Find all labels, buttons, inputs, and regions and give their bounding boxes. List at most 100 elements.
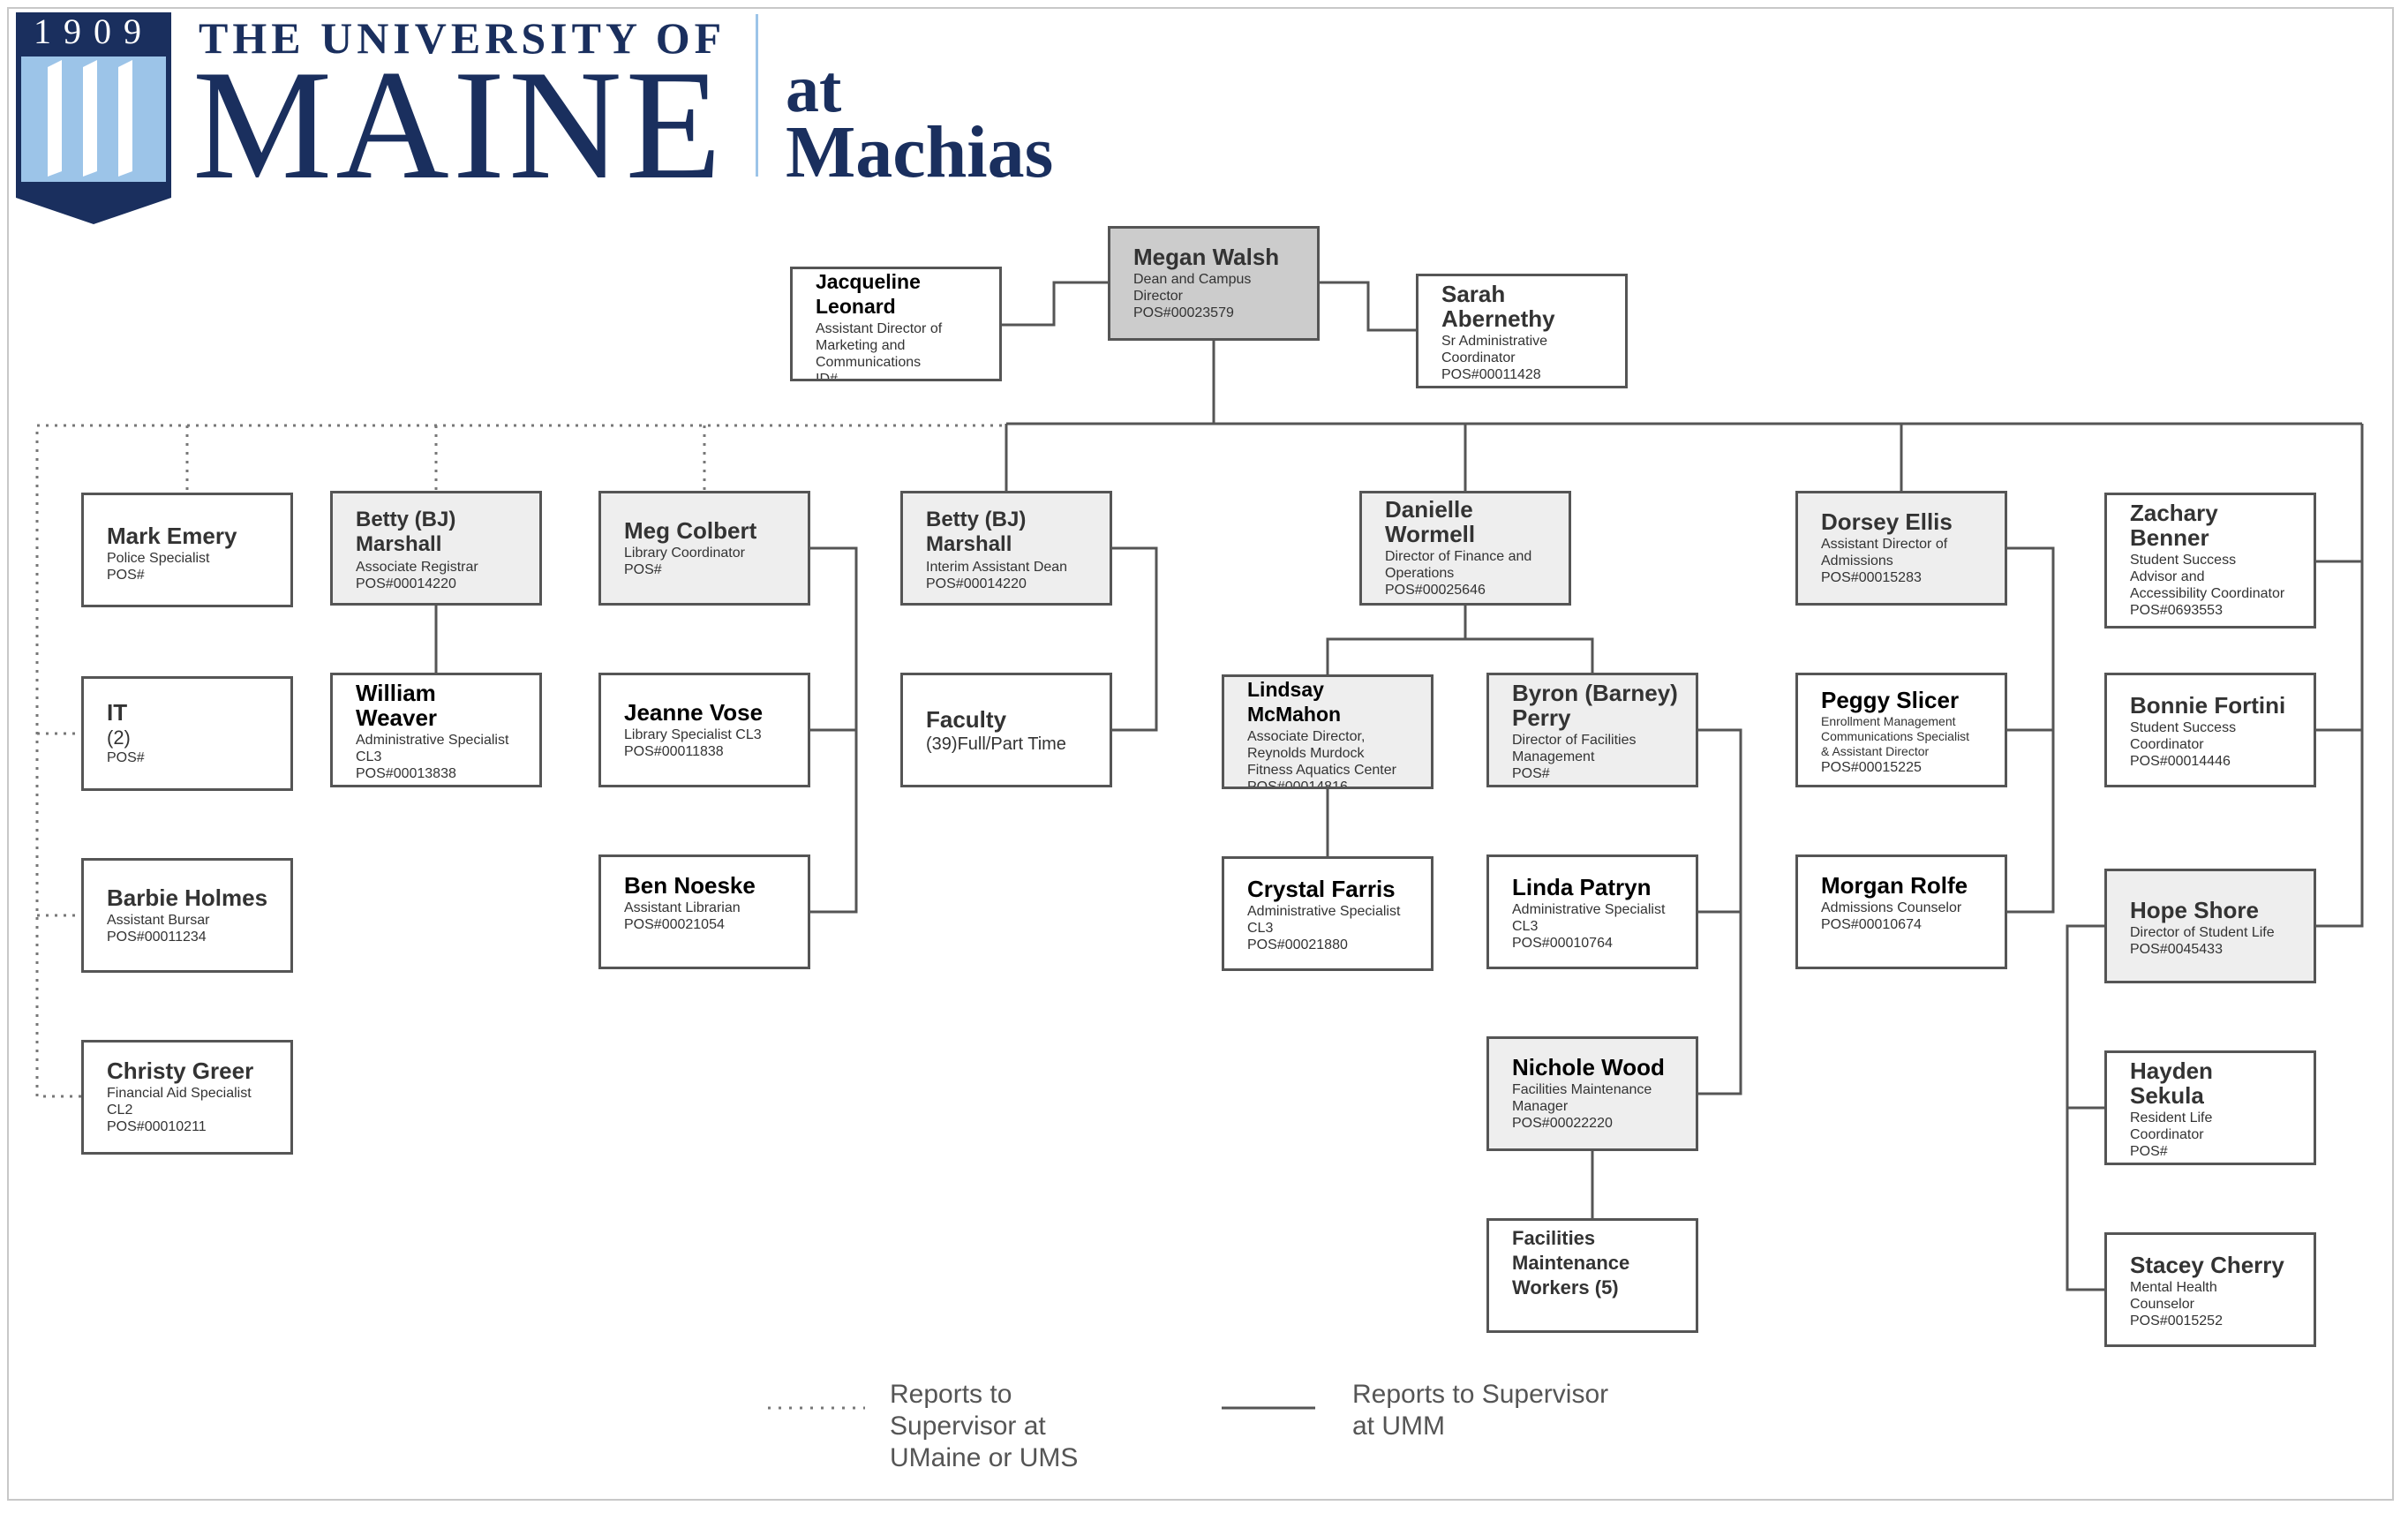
person-detail: Assistant Director of xyxy=(816,321,943,336)
person-box-crystal-farris: Crystal Farris Administrative Specialist… xyxy=(1222,856,1434,971)
person-name: Faculty xyxy=(926,706,1007,733)
person-name: Lindsay McMahon xyxy=(1247,678,1342,726)
person-box-hope-shore: Hope Shore Director of Student Life POS#… xyxy=(2104,869,2316,983)
person-box-lindsay-mcmahon: Lindsay McMahon Associate Director, Reyn… xyxy=(1222,674,1434,789)
person-name: Ben Noeske xyxy=(624,872,756,899)
person-box-stacey-cherry: Stacey Cherry Mental Health Counselor PO… xyxy=(2104,1232,2316,1347)
person-name: IT xyxy=(107,699,128,726)
person-name: Betty (BJ) Marshall xyxy=(926,508,1027,556)
person-name: William Weaver xyxy=(356,680,438,731)
person-detail: POS#00014446 xyxy=(2130,754,2231,769)
person-detail: Enrollment Management xyxy=(1821,714,1956,728)
person-box-faculty: Faculty (39)Full/Part Time xyxy=(900,673,1112,787)
person-detail: Admissions Counselor xyxy=(1821,900,1962,915)
person-box-hayden-sekula: Hayden Sekula Resident Life Coordinator … xyxy=(2104,1050,2316,1165)
person-name: Sarah Abernethy xyxy=(1441,281,1555,332)
connector-danielle-lindsay xyxy=(1326,606,1467,674)
person-box-christy-greer: Christy Greer Financial Aid Specialist C… xyxy=(81,1040,293,1155)
person-detail: & Assistant Director xyxy=(1821,744,1930,758)
person-box-bonnie-fortini: Bonnie Fortini Student Success Coordinat… xyxy=(2104,673,2316,787)
connector-megan-jacqueline xyxy=(1002,281,1108,327)
person-name: Barbie Holmes xyxy=(107,884,268,911)
person-detail: POS#00010674 xyxy=(1821,917,1922,932)
logo-separator xyxy=(756,14,758,177)
person-name: Morgan Rolfe xyxy=(1821,872,1968,899)
person-detail: Financial Aid Specialist xyxy=(107,1086,252,1101)
person-detail: POS#00022220 xyxy=(1512,1116,1613,1131)
person-box-dorsey-ellis: Dorsey Ellis Assistant Director of Admis… xyxy=(1795,491,2007,606)
person-box-meg-colbert: Meg Colbert Library Coordinator POS# xyxy=(598,491,810,606)
person-detail: Library Coordinator xyxy=(624,546,745,561)
person-box-morgan-rolfe: Morgan Rolfe Admissions Counselor POS#00… xyxy=(1795,854,2007,969)
person-detail: ID# xyxy=(816,372,838,381)
person-box-linda-patryn: Linda Patryn Administrative Specialist C… xyxy=(1486,854,1698,969)
person-name: Jeanne Vose xyxy=(624,699,764,726)
person-name: Zachary Benner xyxy=(2130,500,2218,551)
person-detail: POS#00010764 xyxy=(1512,936,1613,951)
connector-bus-right-spine xyxy=(2316,424,2364,928)
person-box-william-weaver: William Weaver Administrative Specialist… xyxy=(330,673,542,787)
person-detail: POS#00015283 xyxy=(1821,570,1922,585)
person-detail: Director xyxy=(1133,289,1184,304)
person-detail: Counselor xyxy=(2130,1297,2194,1312)
person-detail: POS# xyxy=(107,750,145,765)
person-detail: Admissions xyxy=(1821,553,1893,568)
person-box-byron-perry: Byron (Barney) Perry Director of Facilit… xyxy=(1486,673,1698,787)
person-detail: Coordinator xyxy=(1441,350,1516,365)
person-detail: POS#00023579 xyxy=(1133,305,1234,320)
person-box-ben-noeske: Ben Noeske Assistant Librarian POS#00021… xyxy=(598,854,810,969)
person-name: Danielle Wormell xyxy=(1385,496,1476,547)
person-detail: POS#00014816 xyxy=(1247,779,1348,789)
person-box-peggy-slicer: Peggy Slicer Enrollment Management Commu… xyxy=(1795,673,2007,787)
person-detail: CL3 xyxy=(1247,921,1274,936)
person-name: Nichole Wood xyxy=(1512,1054,1665,1080)
person-box-facilities-maintenance-workers: Facilities Maintenance Workers (5) xyxy=(1486,1218,1698,1333)
person-detail: Director of Student Life xyxy=(2130,925,2275,940)
person-detail: Sr Administrative xyxy=(1441,334,1548,349)
person-box-nichole-wood: Nichole Wood Facilities Maintenance Mana… xyxy=(1486,1036,1698,1151)
person-detail: Operations xyxy=(1385,566,1455,581)
person-detail: Fitness Aquatics Center xyxy=(1247,763,1396,778)
person-box-it: IT (2) POS# xyxy=(81,676,293,791)
person-detail: Associate Registrar xyxy=(356,560,478,575)
person-detail: Facilities Maintenance xyxy=(1512,1082,1652,1097)
person-box-danielle-wormell: Danielle Wormell Director of Finance and… xyxy=(1359,491,1571,606)
person-detail: POS# xyxy=(2130,1144,2168,1159)
legend-dotted-line xyxy=(768,1406,865,1410)
person-detail: Administrative Specialist xyxy=(1247,904,1401,919)
person-detail: Mental Health xyxy=(2130,1280,2217,1295)
person-detail: Marketing and xyxy=(816,338,906,353)
logo-at-text: at xyxy=(786,52,842,126)
person-detail: Library Specialist CL3 xyxy=(624,727,762,742)
person-detail: (2) xyxy=(107,726,131,749)
person-detail: Accessibility Coordinator xyxy=(2130,586,2285,601)
person-detail: POS#00014220 xyxy=(356,576,456,591)
person-detail: POS#00011234 xyxy=(107,930,207,945)
person-detail: POS#0015252 xyxy=(2130,1314,2223,1329)
person-name: Linda Patryn xyxy=(1512,874,1652,900)
person-name: Meg Colbert xyxy=(624,517,757,544)
person-name: Bonnie Fortini xyxy=(2130,692,2286,719)
person-detail: Student Success xyxy=(2130,720,2237,735)
person-detail: POS#00015225 xyxy=(1821,760,1922,775)
person-detail: Management xyxy=(1512,749,1595,764)
legend-solid-line xyxy=(1222,1406,1315,1410)
person-detail: CL2 xyxy=(107,1103,133,1118)
person-box-mark-emery: Mark Emery Police Specialist POS# xyxy=(81,493,293,607)
person-name: Peggy Slicer xyxy=(1821,687,1960,713)
person-detail: Reynolds Murdock xyxy=(1247,746,1365,761)
person-detail: Coordinator xyxy=(2130,737,2204,752)
person-detail: POS#00021880 xyxy=(1247,937,1348,952)
person-detail: Interim Assistant Dean xyxy=(926,560,1068,575)
person-name: Facilities Maintenance Workers (5) xyxy=(1512,1227,1630,1298)
person-name: Megan Walsh xyxy=(1133,244,1280,270)
person-detail: POS#00011428 xyxy=(1441,367,1541,382)
person-detail: POS#00025646 xyxy=(1385,583,1486,598)
person-name: Hayden Sekula xyxy=(2130,1058,2213,1109)
person-detail: (39)Full/Part Time xyxy=(926,734,1066,754)
person-detail: Assistant Librarian xyxy=(624,900,741,915)
connector-megan-sarah xyxy=(1320,281,1416,332)
logo-university-text: THE UNIVERSITY OF xyxy=(199,13,726,63)
person-box-jeanne-vose: Jeanne Vose Library Specialist CL3 POS#0… xyxy=(598,673,810,787)
